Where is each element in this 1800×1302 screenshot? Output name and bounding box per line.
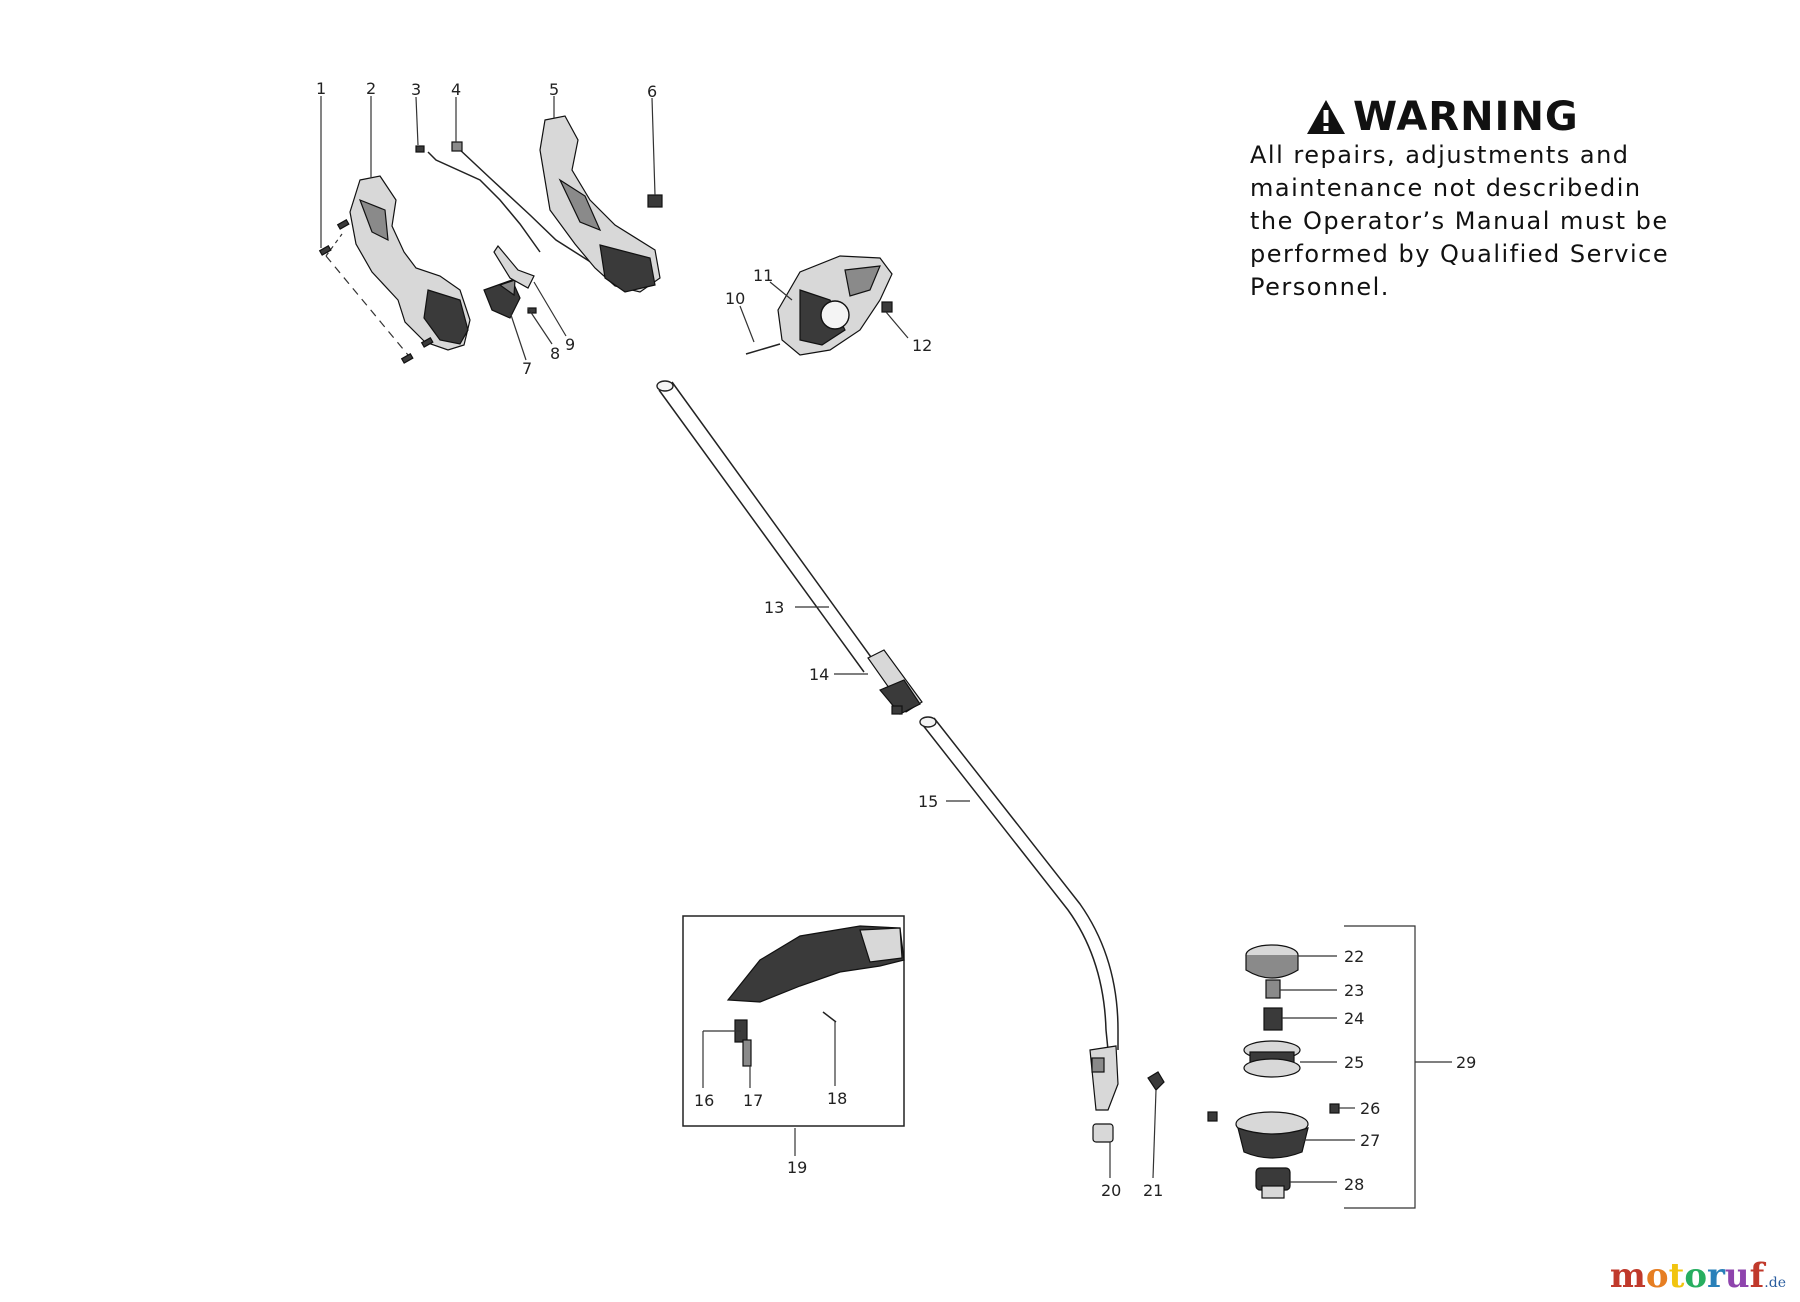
callout-22: 22	[1344, 947, 1364, 966]
watermark-letter: u	[1724, 1256, 1750, 1296]
callout-18: 18	[827, 1089, 847, 1108]
callout-29: 29	[1456, 1053, 1476, 1072]
callout-26: 26	[1360, 1099, 1380, 1118]
watermark-letter: r	[1707, 1256, 1725, 1296]
part-12-nut	[881, 301, 893, 313]
part-23-bolt	[1265, 979, 1281, 999]
callout-13: 13	[764, 598, 784, 617]
callout-3: 3	[411, 80, 421, 99]
callout-21: 21	[1143, 1181, 1163, 1200]
callout-25: 25	[1344, 1053, 1364, 1072]
handle-assembly	[318, 115, 663, 364]
engine-cover-assembly	[745, 255, 893, 356]
watermark-letter: t	[1668, 1256, 1685, 1296]
callout-14: 14	[809, 665, 829, 684]
part-2-rear-handle	[349, 175, 471, 351]
part-19-guard	[726, 925, 905, 1003]
warning-line: the Operator’s Manual must be	[1250, 207, 1669, 235]
part-20-bushing	[1092, 1123, 1114, 1143]
part-26-eyelet	[1329, 1103, 1340, 1114]
callout-12: 12	[912, 336, 932, 355]
part-3-4-throttle-cable	[415, 141, 601, 269]
part-15-lower-shaft	[919, 716, 1119, 1111]
part-10-bolt	[745, 343, 781, 355]
watermark-letter: o	[1645, 1256, 1669, 1296]
warning-line: All repairs, adjustments and	[1250, 141, 1630, 169]
warning-line: performed by Qualified Service	[1250, 240, 1670, 268]
callout-15: 15	[918, 792, 938, 811]
trimmer-head-assembly	[1207, 925, 1452, 1209]
callout-20: 20	[1101, 1181, 1121, 1200]
callout-27: 27	[1360, 1131, 1380, 1150]
part-14-shaft-coupler	[867, 649, 923, 715]
callout-2: 2	[366, 79, 376, 98]
part-22-cap	[1245, 955, 1299, 979]
callout-10: 10	[725, 289, 745, 308]
part-21-clip	[1147, 1071, 1165, 1091]
part-25-spool	[1243, 1040, 1301, 1078]
part-5-front-handle	[539, 115, 661, 293]
warning-title: WARNING	[1353, 94, 1579, 140]
callout-28: 28	[1344, 1175, 1364, 1194]
callout-19: 19	[787, 1158, 807, 1177]
watermark-letter: m	[1609, 1256, 1646, 1296]
watermark-letter: o	[1684, 1256, 1707, 1296]
callout-5: 5	[549, 80, 559, 99]
watermark-suffix: .de	[1764, 1275, 1786, 1291]
leader-lines	[320, 96, 1355, 1183]
watermark-letter: f	[1749, 1256, 1765, 1296]
guard-kit-inset	[682, 915, 905, 1127]
part-28-knob	[1255, 1167, 1291, 1199]
warning-line: maintenance not describedin	[1250, 174, 1642, 202]
part-29-bracket	[1344, 925, 1416, 1209]
warning-body: All repairs, adjustments and maintenance…	[1250, 139, 1710, 304]
callout-8: 8	[550, 344, 560, 363]
callout-9: 9	[565, 335, 575, 354]
callout-7: 7	[522, 359, 532, 378]
part-13-upper-shaft	[656, 380, 877, 673]
part-8-9-trigger-parts	[493, 244, 537, 314]
part-24-spring	[1263, 1007, 1283, 1031]
callout-6: 6	[647, 82, 657, 101]
callout-16: 16	[694, 1091, 714, 1110]
warning-triangle-icon	[1307, 100, 1345, 134]
callout-23: 23	[1344, 981, 1364, 1000]
part-27-housing	[1235, 1111, 1309, 1159]
warning-line: Personnel.	[1250, 273, 1390, 301]
part-26-eyelet-left	[1207, 1111, 1218, 1122]
warning-notice: WARNING All repairs, adjustments and mai…	[1250, 95, 1710, 304]
screw-alignment-line	[325, 255, 409, 356]
part-18-screw	[822, 1011, 837, 1023]
part-6-clip	[647, 194, 663, 208]
callout-11: 11	[753, 266, 773, 285]
warning-heading: WARNING	[1305, 95, 1710, 139]
callout-numbers: 1 2 3 4 5 6 7 8 9 10 11 12 13 14 15 16 1…	[316, 79, 1476, 1200]
callout-1: 1	[316, 79, 326, 98]
watermark-logo: motoruf.de	[1610, 1256, 1786, 1296]
callout-17: 17	[743, 1091, 763, 1110]
part-1-screws	[318, 218, 434, 364]
callout-4: 4	[451, 80, 461, 99]
callout-24: 24	[1344, 1009, 1364, 1028]
part-7-trigger	[483, 279, 521, 319]
